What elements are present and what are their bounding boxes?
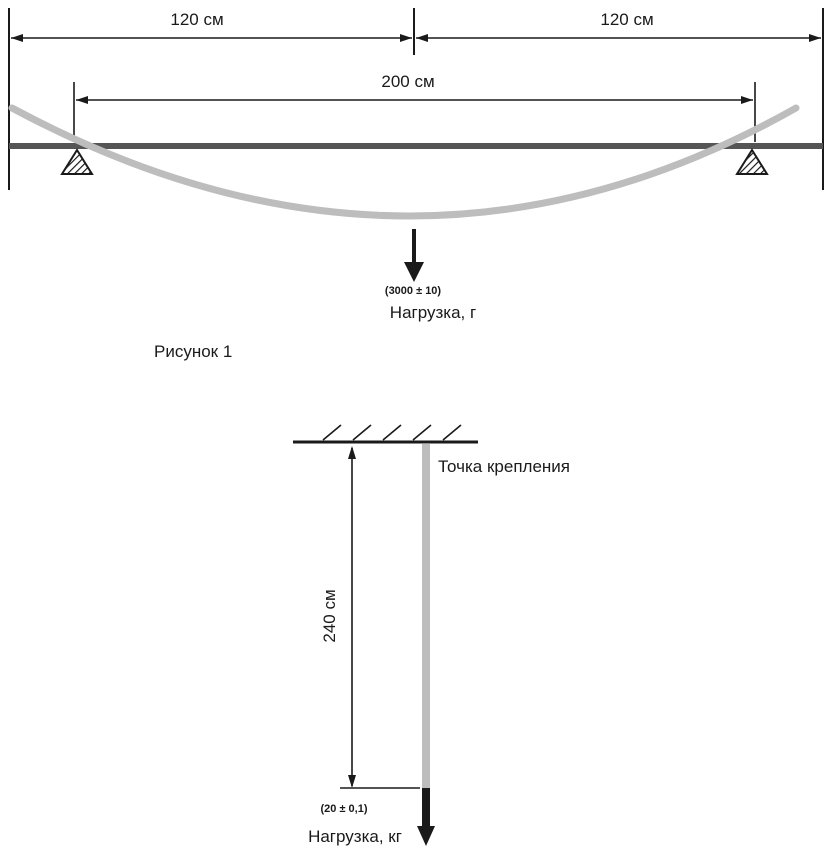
load-label: Нагрузка, г	[390, 303, 476, 322]
load-value: (3000 ± 10)	[385, 285, 442, 297]
dimension-length-240	[340, 446, 420, 789]
dimension-span-200	[76, 96, 753, 104]
load-value-2: (20 ± 0,1)	[320, 803, 367, 815]
load-arrow-down-2	[417, 788, 435, 846]
attachment-point-label: Точка крепления	[438, 457, 570, 476]
figure-caption: Рисунок 1	[154, 342, 232, 361]
dimension-span-label: 200 см	[381, 72, 434, 91]
load-label-2: Нагрузка, кг	[308, 827, 402, 846]
support-right	[735, 148, 769, 175]
support-left	[60, 148, 94, 175]
dimension-left-label: 120 см	[170, 10, 223, 29]
dimension-length-label: 240 см	[320, 589, 339, 642]
load-arrow-down	[404, 229, 424, 282]
dimension-right-120	[416, 34, 821, 42]
figure-2-tension-test: Точка крепления 240 см (20 ± 0,1) Нагруз…	[293, 424, 570, 846]
dimension-right-label: 120 см	[600, 10, 653, 29]
specimen-hanging	[422, 444, 430, 788]
dimension-left-120	[11, 34, 412, 42]
figure-1-bending-test: 120 см 120 см 200 см (3000 ± 10) Нагрузк…	[8, 8, 824, 361]
fixed-support-hatch	[322, 424, 462, 441]
specimen-deflected	[8, 104, 800, 220]
